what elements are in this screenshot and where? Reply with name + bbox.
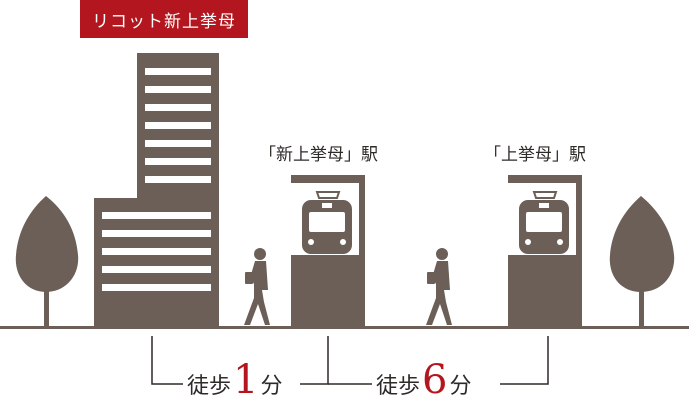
tram-icon-a — [302, 191, 352, 254]
walk-word: 徒歩 — [376, 374, 421, 399]
walk-minutes: 1 — [233, 357, 259, 403]
station-a-icon — [291, 175, 365, 327]
tree-icon-left — [15, 196, 79, 327]
property-name-badge: リコット新上挙母 — [80, 0, 248, 38]
walk-unit: 分 — [449, 374, 472, 399]
walk-minutes: 6 — [422, 357, 448, 403]
walk-unit: 分 — [260, 374, 283, 399]
station-b-icon — [508, 175, 582, 327]
tram-icon-b — [519, 191, 569, 254]
distance-bracket — [151, 336, 549, 385]
walk-time-2: 徒歩 6 分 — [372, 357, 476, 404]
station-label-kamigoromo: 「上挙母」駅 — [484, 145, 586, 165]
building-icon — [94, 53, 219, 328]
ground-line — [0, 326, 689, 329]
walking-person-icon-2 — [426, 248, 452, 325]
walk-time-1: 徒歩 1 分 — [183, 357, 287, 404]
walk-word: 徒歩 — [187, 374, 232, 399]
tree-icon-right — [609, 196, 675, 327]
station-label-shinkamigoromo: 「新上挙母」駅 — [259, 145, 378, 165]
walking-person-icon-1 — [244, 248, 270, 325]
